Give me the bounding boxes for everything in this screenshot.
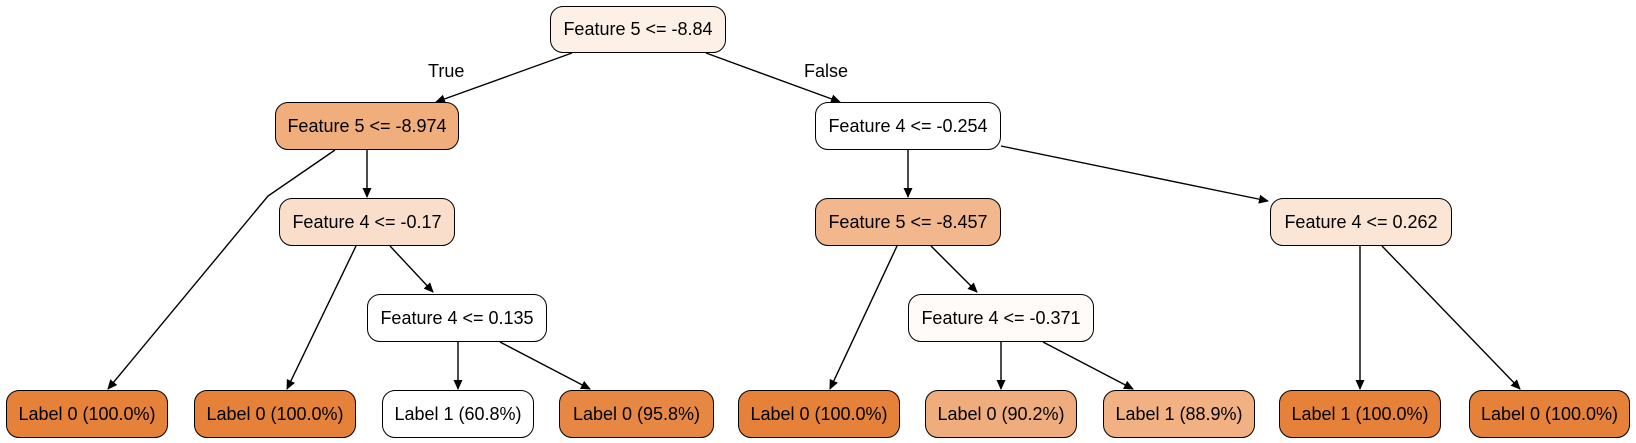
edge-n1-l0: [107, 149, 336, 390]
leaf-node-7: Label 1 (88.9%): [1103, 390, 1255, 438]
edge-n0-n1: [435, 52, 573, 104]
edge-n4-n7: [930, 245, 978, 293]
split-node-left: Feature 5 <= -8.974: [275, 102, 459, 150]
edge-n2-n5: [1000, 145, 1269, 204]
edge-n3-l1: [286, 245, 357, 390]
split-node-right-left-right: Feature 4 <= -0.371: [908, 294, 1094, 342]
leaf-node-3: Label 1 (60.8%): [382, 390, 534, 438]
edge-n7-l6: [1042, 341, 1134, 390]
leaf-node-9: Label 0 (100.0%): [1469, 390, 1630, 438]
split-node-right-right: Feature 4 <= 0.262: [1270, 198, 1452, 246]
split-node-right-left: Feature 5 <= -8.457: [815, 198, 1001, 246]
leaf-node-8: Label 1 (100.0%): [1279, 390, 1441, 438]
edge-n0-n2: [705, 52, 841, 104]
leaf-node-4: Label 0 (95.8%): [559, 390, 714, 438]
leaf-node-5: Label 0 (100.0%): [738, 390, 900, 438]
edge-label-true: True: [428, 61, 465, 81]
split-node-left-right: Feature 4 <= -0.17: [279, 198, 455, 246]
leaf-node-1: Label 0 (100.0%): [6, 390, 168, 438]
edge-n4-l4: [829, 245, 898, 390]
leaf-node-2: Label 0 (100.0%): [194, 390, 356, 438]
edge-n6-l3: [499, 341, 591, 390]
leaf-node-6: Label 0 (90.2%): [925, 390, 1077, 438]
edge-n3-n6: [389, 245, 434, 293]
split-node-right: Feature 4 <= -0.254: [815, 102, 1001, 150]
split-node-root: Feature 5 <= -8.84: [550, 6, 726, 53]
split-node-left-right-right: Feature 4 <= 0.135: [367, 294, 547, 342]
edge-label-false: False: [804, 61, 849, 81]
edge-n5-l8: [1381, 245, 1521, 390]
